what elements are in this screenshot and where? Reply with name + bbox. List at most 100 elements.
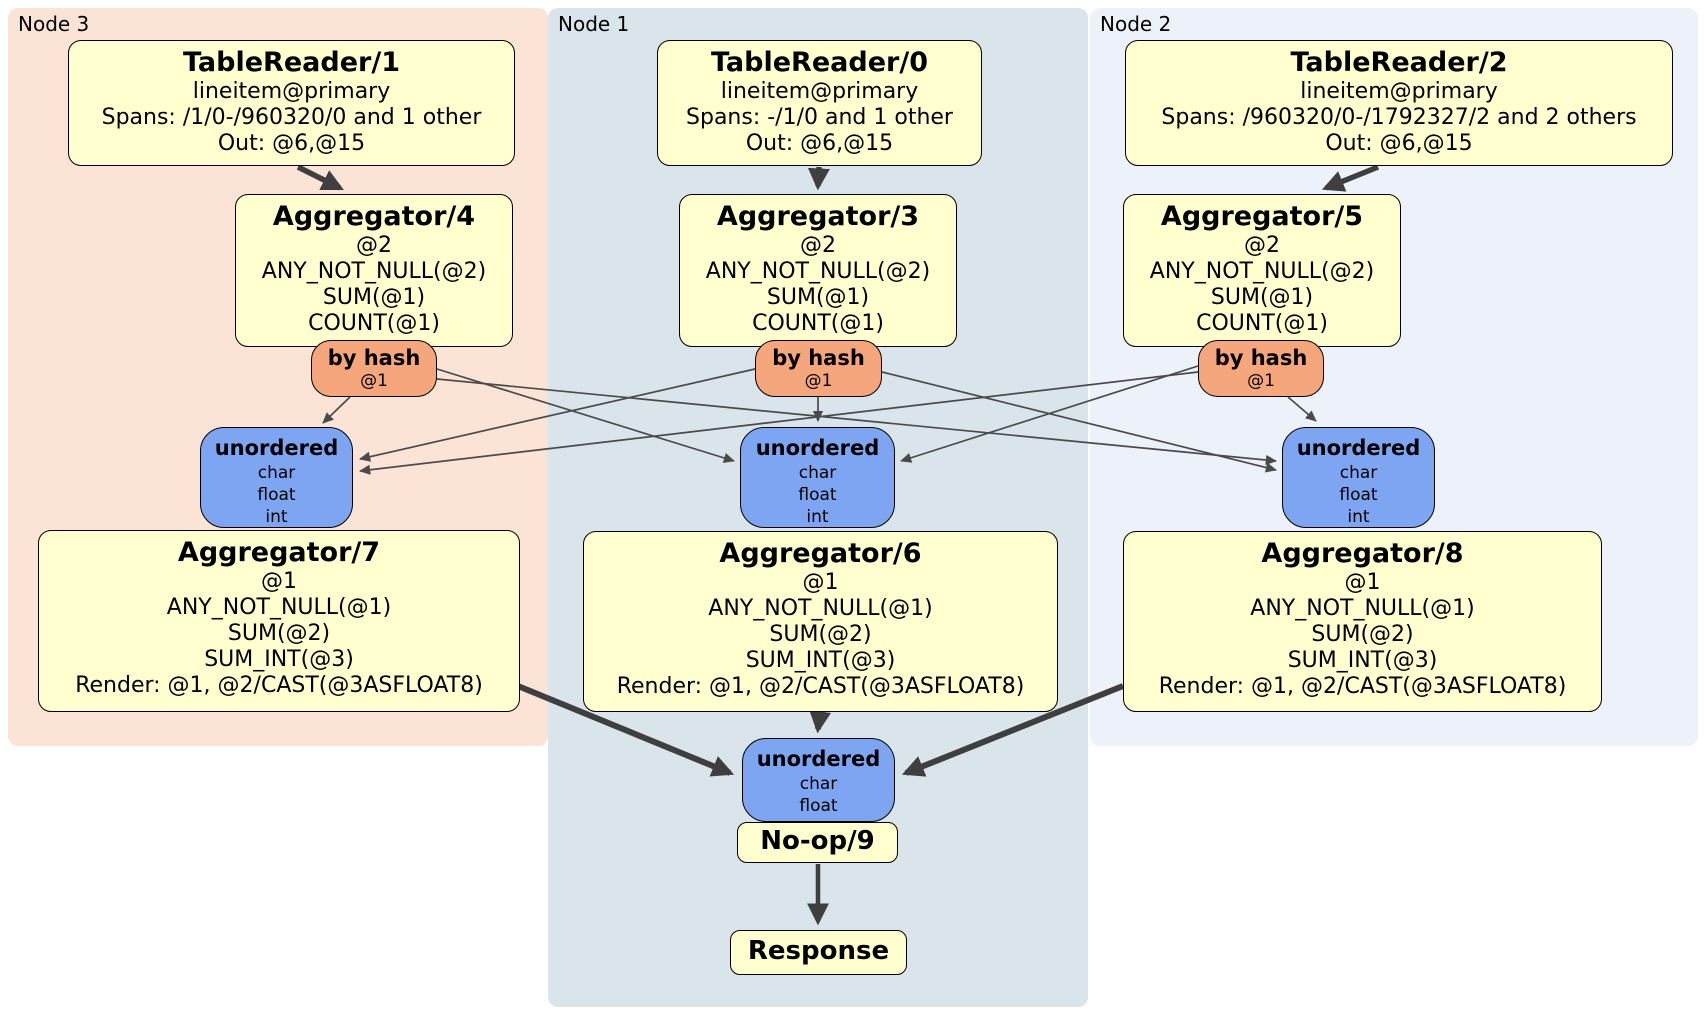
processor-detail: @2 — [800, 233, 836, 258]
processor-title: Aggregator/3 — [716, 201, 920, 232]
sync-type: int — [265, 507, 288, 527]
processor-detail: COUNT(@1) — [1196, 311, 1328, 336]
sync-type: float — [799, 796, 838, 816]
processor-detail: ANY_NOT_NULL(@2) — [1149, 259, 1375, 284]
processor-title: Response — [747, 936, 890, 966]
edge-byhash-left-to-unordered-right — [436, 378, 1277, 466]
processor-aggregator5: Aggregator/5 @2 ANY_NOT_NULL(@2) SUM(@1)… — [1123, 194, 1401, 347]
router-detail: @1 — [804, 371, 833, 391]
processor-aggregator6: Aggregator/6 @1 ANY_NOT_NULL(@1) SUM(@2)… — [583, 531, 1058, 712]
sync-type: float — [798, 485, 837, 505]
processor-title: Aggregator/7 — [177, 537, 381, 568]
processor-title: Aggregator/5 — [1160, 201, 1364, 232]
processor-detail: @1 — [1344, 570, 1381, 595]
processor-detail: Out: @6,@15 — [1325, 131, 1473, 156]
processor-detail: Out: @6,@15 — [217, 131, 366, 156]
sync-type: int — [806, 507, 829, 527]
processor-detail: Spans: /960320/0-/1792327/2 and 2 others — [1161, 105, 1637, 130]
processor-detail: SUM(@1) — [1210, 285, 1314, 310]
processor-response: Response — [730, 930, 907, 975]
router-title: by hash — [1214, 346, 1308, 370]
processor-detail: @2 — [356, 233, 392, 258]
processor-aggregator7: Aggregator/7 @1 ANY_NOT_NULL(@1) SUM(@2)… — [38, 530, 520, 712]
router-byhash-right: by hash @1 — [1198, 340, 1324, 397]
edge-byhash-right-to-unordered-mid — [900, 365, 1199, 463]
processor-detail: Render: @1, @2/CAST(@3ASFLOAT8) — [1158, 674, 1567, 699]
region-node1-label: Node 1 — [558, 12, 630, 36]
router-byhash-mid: by hash @1 — [755, 340, 882, 397]
processor-title: No-op/9 — [760, 826, 875, 856]
processor-aggregator8: Aggregator/8 @1 ANY_NOT_NULL(@1) SUM(@2)… — [1123, 531, 1602, 712]
sync-type: char — [798, 463, 837, 483]
edge-tablereader2-to-aggregator5 — [1321, 164, 1380, 192]
sync-type: float — [1339, 485, 1378, 505]
processor-detail: COUNT(@1) — [752, 311, 884, 336]
processor-title: Aggregator/8 — [1261, 538, 1464, 569]
processor-detail: SUM_INT(@3) — [204, 647, 354, 672]
edge-aggregator6-to-unordered-bottom — [809, 710, 832, 734]
processor-detail: ANY_NOT_NULL(@2) — [705, 259, 931, 284]
processor-detail: lineitem@primary — [720, 79, 919, 104]
processor-tablereader1: TableReader/1 lineitem@primary Spans: /1… — [68, 40, 515, 166]
edge-tablereader0-to-aggregator3 — [807, 166, 830, 191]
processor-tablereader0: TableReader/0 lineitem@primary Spans: -/… — [657, 40, 982, 166]
router-title: by hash — [772, 346, 865, 370]
sync-unordered-left: unordered char float int — [200, 427, 353, 528]
processor-noop9: No-op/9 — [737, 822, 898, 863]
processor-aggregator3: Aggregator/3 @2 ANY_NOT_NULL(@2) SUM(@1)… — [679, 194, 957, 347]
processor-detail: ANY_NOT_NULL(@1) — [708, 596, 933, 621]
processor-detail: Out: @6,@15 — [745, 131, 894, 156]
processor-title: TableReader/2 — [1290, 47, 1508, 78]
processor-detail: COUNT(@1) — [308, 311, 440, 336]
processor-detail: ANY_NOT_NULL(@1) — [166, 595, 392, 620]
sync-unordered-bottom: unordered char float — [742, 738, 895, 822]
sync-title: unordered — [755, 436, 880, 460]
sync-type: char — [799, 774, 838, 794]
processor-detail: @1 — [802, 570, 839, 595]
processor-detail: lineitem@primary — [192, 79, 391, 104]
processor-aggregator4: Aggregator/4 @2 ANY_NOT_NULL(@2) SUM(@1)… — [235, 194, 513, 347]
processor-title: TableReader/1 — [183, 47, 400, 78]
processor-title: Aggregator/6 — [719, 538, 922, 569]
processor-detail: lineitem@primary — [1300, 79, 1498, 104]
processor-detail: Spans: -/1/0 and 1 other — [686, 105, 953, 130]
edge-aggregator8-to-unordered-bottom — [901, 683, 1125, 777]
edge-byhash-right-to-unordered-left — [359, 371, 1199, 475]
region-node2-label: Node 2 — [1100, 12, 1172, 36]
edge-aggregator7-to-unordered-bottom — [516, 683, 735, 777]
router-title: by hash — [327, 346, 421, 370]
processor-detail: SUM(@2) — [769, 622, 872, 647]
router-byhash-left: by hash @1 — [311, 340, 437, 397]
processor-detail: SUM_INT(@3) — [1287, 648, 1438, 673]
processor-detail: Spans: /1/0-/960320/0 and 1 other — [101, 105, 482, 130]
sync-type: char — [257, 463, 296, 483]
processor-detail: Render: @1, @2/CAST(@3ASFLOAT8) — [616, 674, 1025, 699]
router-detail: @1 — [360, 371, 388, 391]
processor-detail: SUM(@2) — [1311, 622, 1414, 647]
sync-unordered-right: unordered char float int — [1282, 427, 1435, 528]
sync-type: char — [1339, 463, 1378, 483]
processor-detail: SUM(@1) — [322, 285, 426, 310]
sync-unordered-mid: unordered char float int — [740, 427, 895, 528]
sync-type: float — [257, 485, 296, 505]
processor-detail: ANY_NOT_NULL(@2) — [261, 259, 487, 284]
edge-byhash-left-to-unordered-left — [322, 396, 351, 424]
processor-detail: SUM_INT(@3) — [745, 648, 896, 673]
processor-detail: SUM(@2) — [227, 621, 331, 646]
sync-title: unordered — [1296, 436, 1421, 460]
processor-detail: ANY_NOT_NULL(@1) — [1250, 596, 1475, 621]
processor-detail: SUM(@1) — [766, 285, 870, 310]
sync-type: int — [1347, 507, 1370, 527]
processor-detail: @1 — [261, 569, 297, 594]
router-detail: @1 — [1247, 371, 1275, 391]
edge-tablereader1-to-aggregator4 — [296, 164, 344, 191]
sync-title: unordered — [756, 747, 881, 771]
processor-detail: @2 — [1244, 233, 1280, 258]
processor-title: Aggregator/4 — [272, 201, 476, 232]
edge-byhash-right-to-unordered-right — [1287, 396, 1317, 422]
region-node3-label: Node 3 — [18, 12, 90, 36]
processor-detail: Render: @1, @2/CAST(@3ASFLOAT8) — [75, 673, 483, 698]
sync-title: unordered — [214, 436, 339, 460]
